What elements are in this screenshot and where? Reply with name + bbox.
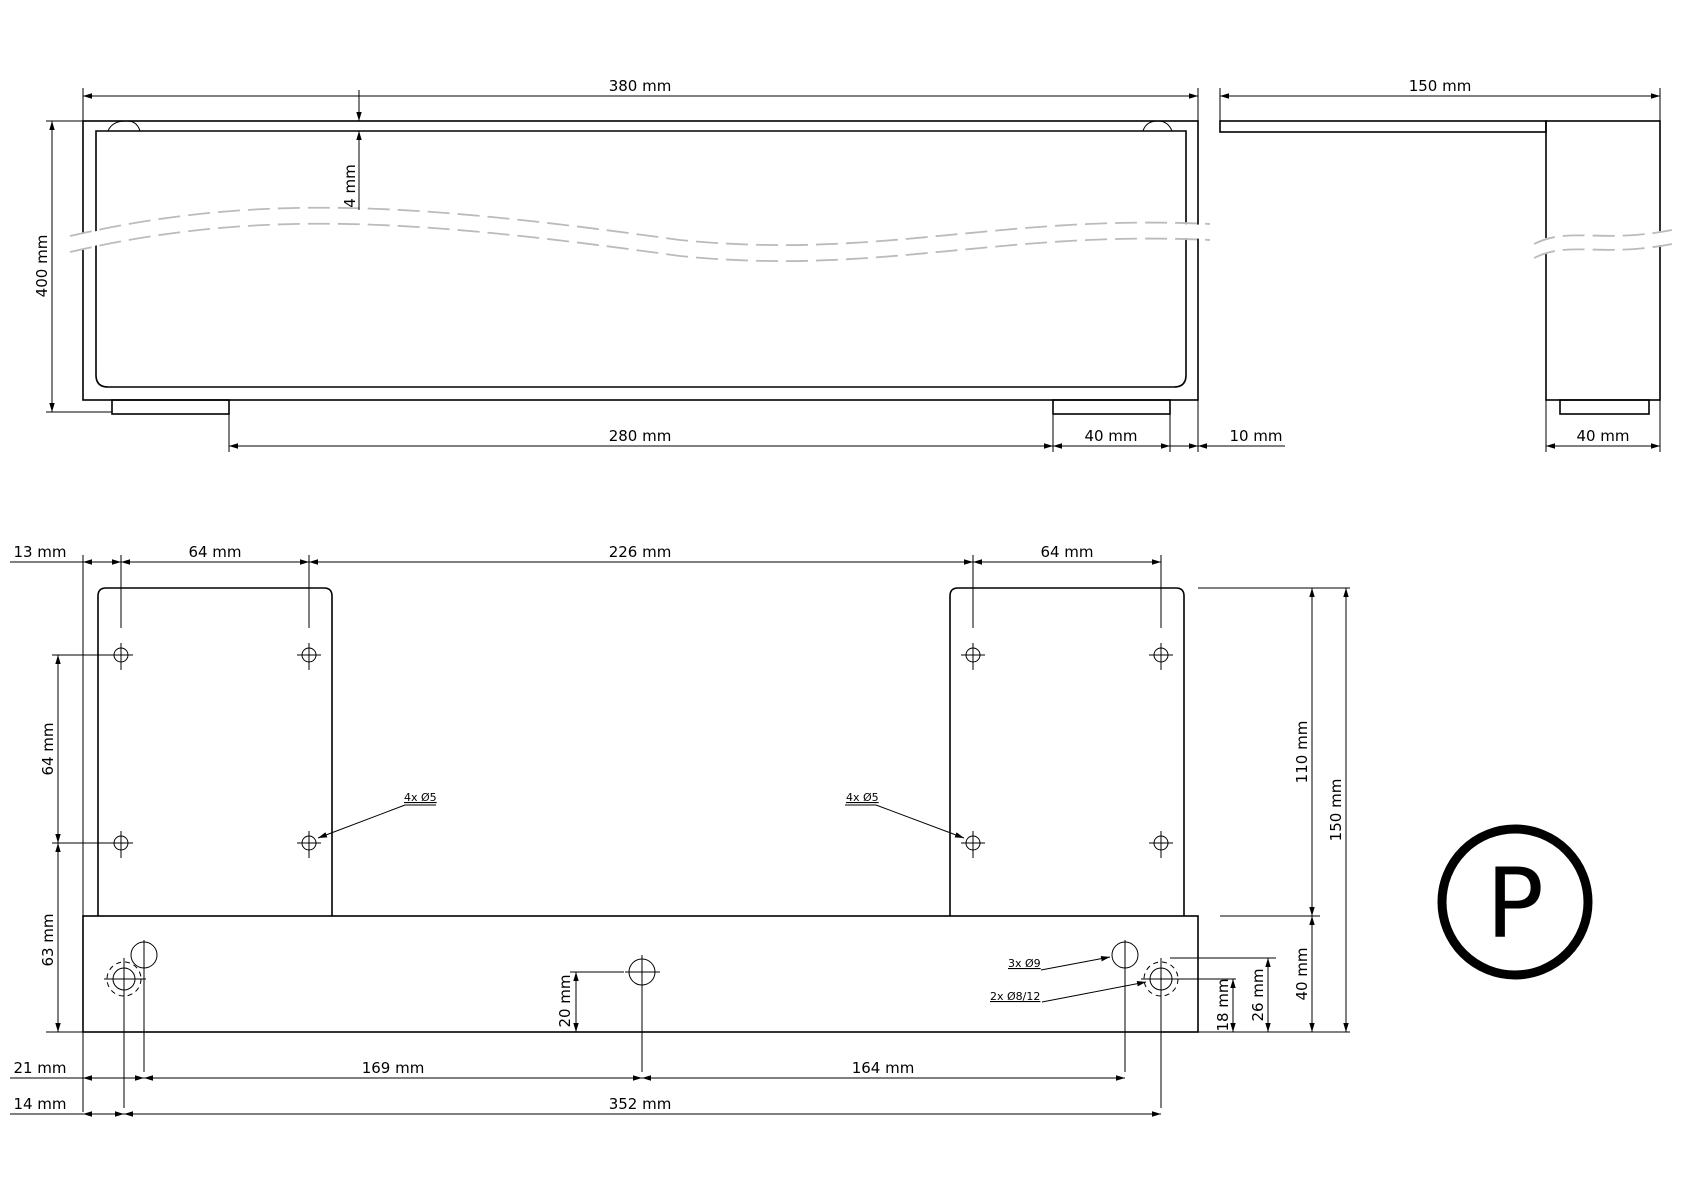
dim-lower-height-label: 63 mm — [39, 913, 57, 966]
dim-thickness-label: 4 mm — [341, 164, 359, 208]
base-hole-left-9 — [130, 940, 158, 1072]
dim-slot-low-label: 18 mm — [1214, 978, 1232, 1031]
dim-row1-offset-label: 21 mm — [13, 1059, 66, 1077]
hole-2 — [297, 643, 321, 670]
dim-left-offset-label: 13 mm — [13, 543, 66, 561]
dim-hole-pitch-left-label: 64 mm — [188, 543, 241, 561]
base-hole-right-9 — [1111, 940, 1139, 1072]
base-slot-right — [1141, 958, 1183, 1108]
hole-label-8: 2x Ø8/12 — [990, 990, 1040, 1003]
side-top-plate — [1219, 120, 1547, 133]
shelf-inner — [95, 130, 1187, 388]
dim-foot-span-label: 280 mm — [609, 427, 672, 445]
hole-4 — [297, 831, 321, 858]
clip-right — [1142, 120, 1173, 132]
dim-foot-width-label: 40 mm — [1084, 427, 1137, 445]
hole-label-9: 3x Ø9 — [1008, 957, 1041, 970]
dim-plate-height-label: 110 mm — [1293, 721, 1311, 784]
dim-slot-height-label: 26 mm — [1249, 968, 1267, 1021]
dim-depth-label: 150 mm — [1409, 77, 1472, 95]
plate-view: 13 mm 64 mm 226 mm 64 mm 4x Ø5 4x Ø5 64 … — [10, 543, 1350, 1117]
front-view: 380 mm 4 mm 400 mm 280 mm 40 mm 10 mm — [33, 77, 1285, 452]
base-slot-left — [104, 958, 146, 1108]
logo-circle — [1437, 824, 1593, 980]
hole-3 — [109, 831, 133, 858]
dim-width-label: 380 mm — [609, 77, 672, 95]
hole-label-left: 4x Ø5 — [404, 791, 437, 804]
hole-8 — [1149, 831, 1173, 858]
break-line-2 — [69, 222, 1211, 262]
logo-letter: P — [1486, 848, 1544, 960]
dim-vertical-pitch-label: 64 mm — [39, 722, 57, 775]
dim-edge-offset-label: 10 mm — [1229, 427, 1282, 445]
dim-row2-offset-label: 14 mm — [13, 1095, 66, 1113]
base-plate — [82, 915, 1199, 1033]
clip-left — [107, 120, 141, 132]
hole-grid — [109, 643, 1173, 858]
dim-hole-gap-label: 226 mm — [609, 543, 672, 561]
shelf-outer — [82, 120, 1199, 401]
dim-side-foot-label: 40 mm — [1576, 427, 1629, 445]
hole-6 — [1149, 643, 1173, 670]
dim-total-height-label: 150 mm — [1327, 779, 1345, 842]
foot-left — [111, 399, 230, 415]
break-band — [68, 208, 1211, 261]
side-view: 150 mm 40 mm — [1219, 77, 1674, 452]
dim-base-height-label: 40 mm — [1293, 947, 1311, 1000]
dim-row2-span-label: 352 mm — [609, 1095, 672, 1113]
dim-height-label: 400 mm — [33, 235, 51, 298]
foot-right — [1052, 399, 1171, 415]
break-line-1 — [69, 206, 1211, 246]
hole-7 — [961, 831, 985, 858]
hole-label-right: 4x Ø5 — [846, 791, 879, 804]
hole-1 — [109, 643, 133, 670]
hole-5 — [961, 643, 985, 670]
base-hole-center — [625, 955, 660, 1072]
left-bracket-plate — [97, 587, 333, 916]
side-body — [1545, 120, 1661, 401]
brand-logo: P — [1437, 824, 1593, 980]
dim-row1-b-label: 164 mm — [852, 1059, 915, 1077]
dim-hole-pitch-right-label: 64 mm — [1040, 543, 1093, 561]
side-foot — [1559, 399, 1650, 415]
dim-row1-a-label: 169 mm — [362, 1059, 425, 1077]
right-bracket-plate — [949, 587, 1185, 916]
dim-center-hole-height-label: 20 mm — [556, 974, 574, 1027]
